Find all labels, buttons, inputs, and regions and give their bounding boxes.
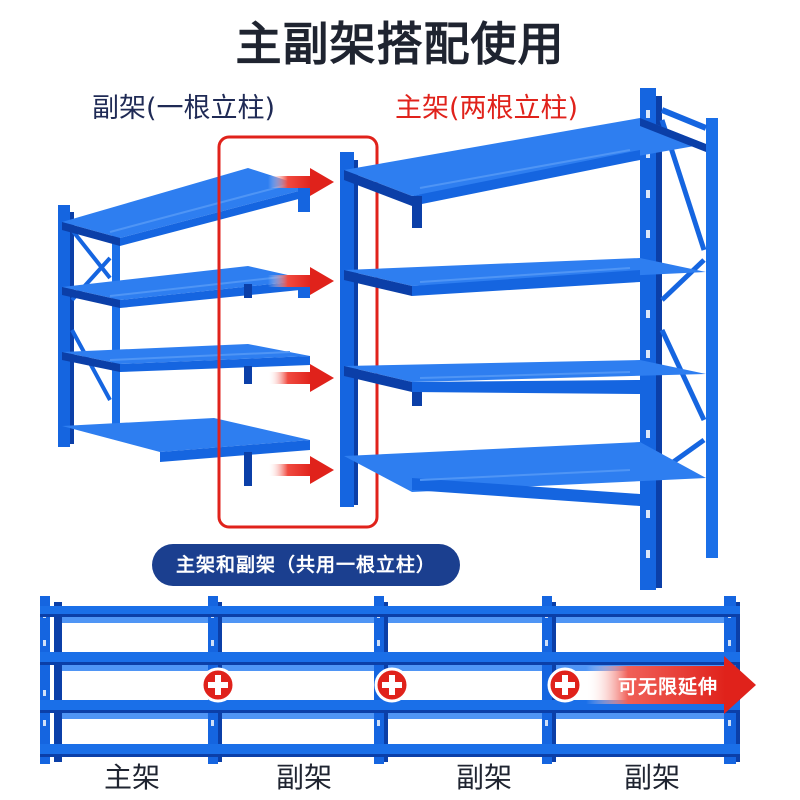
page-title: 主副架搭配使用 — [235, 17, 565, 71]
bottom-label-sub-rack-3: 副架 — [623, 761, 680, 794]
bottom-label-sub-rack-1: 副架 — [275, 761, 332, 794]
main-rack-label: 主架(两根立柱) — [395, 93, 579, 124]
arrow-icon — [268, 456, 334, 484]
shared-column-badge: 主架和副架（共用一根立柱） — [152, 544, 460, 586]
plus-icon — [547, 667, 583, 703]
bottom-label-main-rack: 主架 — [103, 761, 160, 794]
arrow-icon — [268, 364, 334, 392]
sub-rack — [58, 168, 310, 486]
plus-icon — [200, 667, 236, 703]
plus-icon — [374, 667, 410, 703]
extend-label: 可无限延伸 — [618, 676, 719, 698]
connection-arrows — [268, 168, 334, 484]
bottom-label-sub-rack-2: 副架 — [455, 761, 512, 794]
arrow-icon — [268, 168, 334, 196]
sub-rack-label: 副架(一根立柱) — [92, 93, 276, 124]
arrow-icon — [268, 267, 334, 295]
extend-arrow-icon — [586, 656, 756, 714]
main-rack — [340, 88, 718, 590]
highlight-frame — [217, 135, 379, 529]
